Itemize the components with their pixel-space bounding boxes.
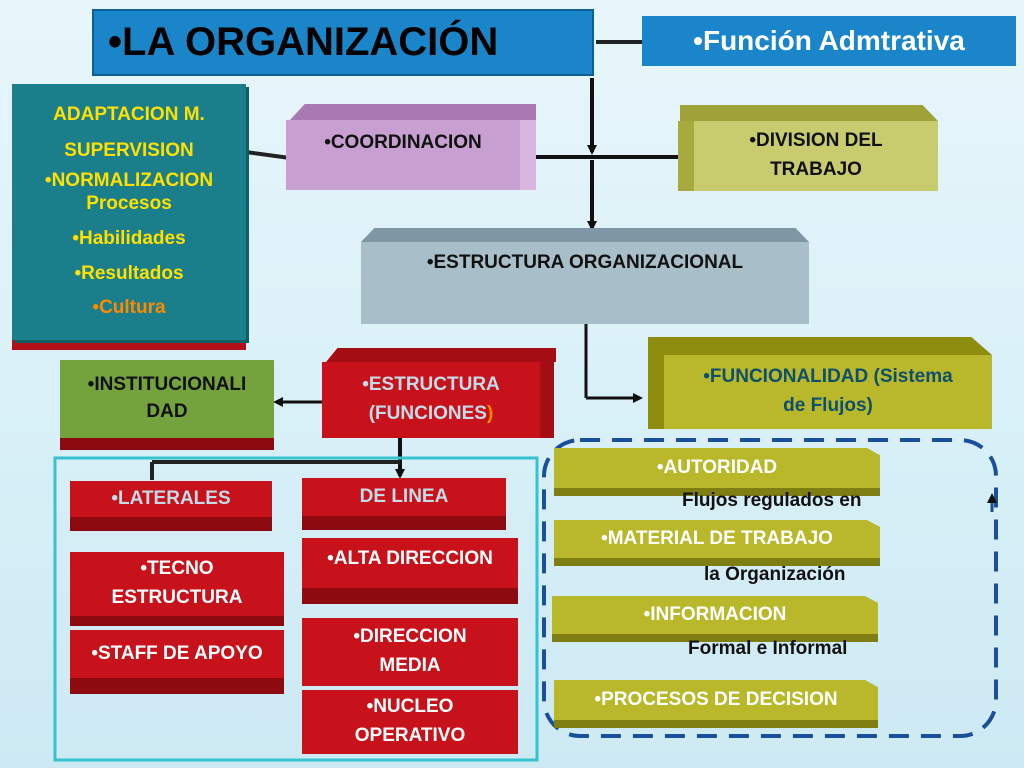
tecno-label-1: •TECNO [140,558,214,580]
note-flujos: Flujos regulados en [682,490,862,511]
funciones-top [326,348,556,362]
institucionalidad-label-2: DAD [146,401,188,422]
nucleo-label-1: •NUCLEO [366,696,454,718]
direccion-media-label-2: MEDIA [379,655,441,676]
coordinacion-top [290,104,536,120]
de-linea-base [302,516,506,530]
function-box: • Función Admtrativa [642,16,1016,66]
title-bullet: • [108,20,123,64]
laterales-box: •LATERALES [70,481,272,517]
division-box: •DIVISION DEL TRABAJO [694,121,938,191]
procesos-label: •PROCESOS DE DECISION [594,688,838,710]
panel-item-adaptacion: ADAPTACION M. [53,103,205,125]
panel-item-procesos: Procesos [86,193,172,215]
funciones-paren: ) [486,403,494,424]
material-base [554,558,880,566]
note-organizacion: la Organización [704,564,846,585]
nucleo-label-2: OPERATIVO [354,725,466,746]
left-panel: ADAPTACION M. SUPERVISION •NORMALIZACION… [12,84,246,340]
division-label-2: TRABAJO [770,159,862,180]
autoridad-box: •AUTORIDAD [554,448,880,488]
informacion-base [552,634,878,642]
tecno-box: •TECNO ESTRUCTURA [70,552,284,616]
funciones-label-2-line: (FUNCIONES) [369,403,494,426]
material-box: •MATERIAL DE TRABAJO [554,520,880,558]
note-formal: Formal e Informal [688,638,848,659]
de-linea-label: DE LINEA [359,485,449,507]
function-bullet: • [693,25,703,56]
funciones-label-2: (FUNCIONES [368,403,487,424]
autoridad-label: •AUTORIDAD [656,456,778,478]
panel-item-cultura: •Cultura [92,297,166,319]
panel-item-supervision: SUPERVISION [64,139,194,161]
title-box: • LA ORGANIZACIÓN [92,9,594,76]
informacion-box: •INFORMACION [552,596,878,634]
direccion-media-label-1: •DIRECCION [353,626,467,648]
alta-direccion-box: •ALTA DIRECCION [302,538,518,588]
funcionalidad-label-2: de Flujos) [783,395,873,416]
estructura-org-top [361,228,809,242]
procesos-base [554,720,878,728]
panel-item-habilidades: •Habilidades [72,227,186,249]
de-linea-box: DE LINEA [302,478,506,516]
coordinacion-box: •COORDINACION [286,120,520,190]
funcionalidad-label-1: •FUNCIONALIDAD (Sistema [703,366,953,388]
panel-item-resultados: •Resultados [74,262,184,284]
panel-item-normalizacion: •NORMALIZACION [44,170,214,192]
division-label-1: •DIVISION DEL [749,130,883,152]
tecno-base [70,616,284,626]
division-top [680,105,938,121]
laterales-label: •LATERALES [111,487,231,509]
institucionalidad-box: •INSTITUCIONALI DAD [60,360,274,438]
nucleo-box: •NUCLEO OPERATIVO [302,690,518,754]
institucionalidad-base [60,438,274,450]
tecno-label-2: ESTRUCTURA [111,587,243,608]
laterales-base [70,517,272,531]
staff-box: •STAFF DE APOYO [70,630,284,678]
estructura-org-label: •ESTRUCTURA ORGANIZACIONAL [426,252,744,273]
left-panel-shadow [12,338,246,350]
page-title: LA ORGANIZACIÓN [122,20,499,64]
panel-coordination-link [245,150,291,160]
funcionalidad-box: •FUNCIONALIDAD (Sistema de Flujos) [664,355,992,429]
estructura-org-box: •ESTRUCTURA ORGANIZACIONAL [361,242,809,324]
alta-direccion-base [302,588,518,604]
direccion-media-box: •DIRECCION MEDIA [302,618,518,686]
informacion-label: •INFORMACION [643,603,787,625]
funcionalidad-top [648,337,992,355]
staff-label: •STAFF DE APOYO [91,642,263,664]
procesos-box: •PROCESOS DE DECISION [554,680,878,720]
material-label: •MATERIAL DE TRABAJO [601,527,833,549]
coordinacion-label: •COORDINACION [324,132,482,153]
alta-direccion-label: •ALTA DIRECCION [327,548,493,569]
institucionalidad-label-1: •INSTITUCIONALI [87,374,247,396]
function-label: Función Admtrativa [702,25,965,56]
funciones-label-1: •ESTRUCTURA [362,374,500,396]
funciones-box: •ESTRUCTURA (FUNCIONES) [322,362,540,438]
autoridad-base [554,488,880,496]
staff-base [70,678,284,694]
